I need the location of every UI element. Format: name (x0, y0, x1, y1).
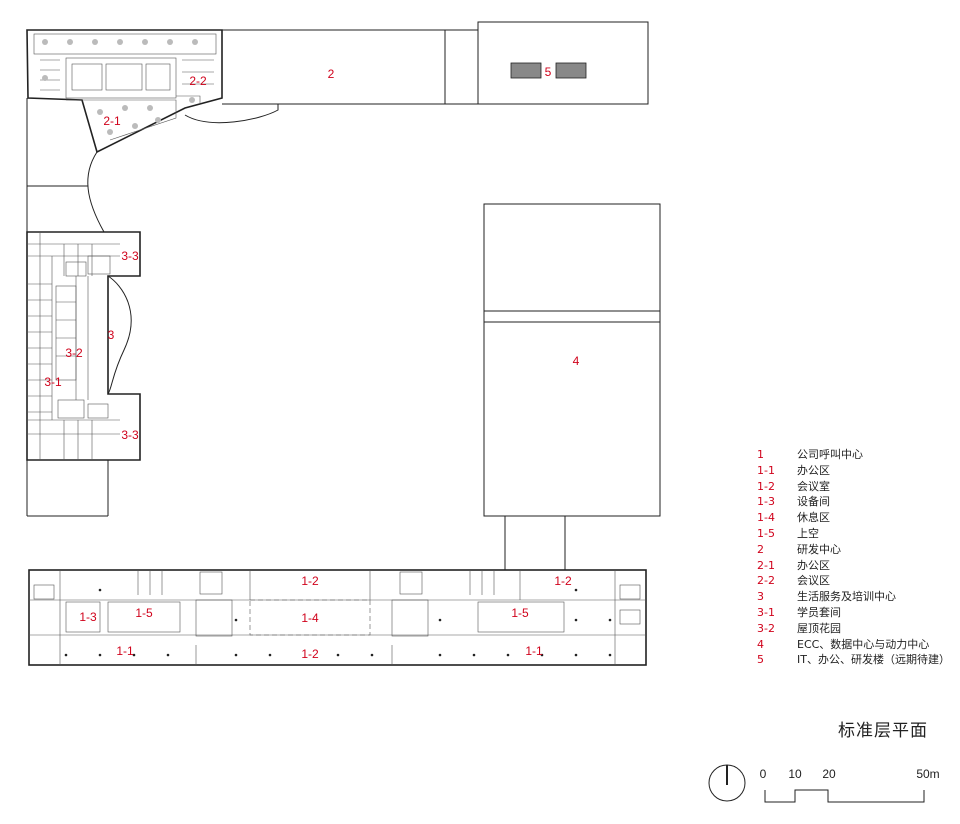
zone-label-3-3-bottom: 3-3 (121, 428, 139, 442)
legend-item-name: 设备间 (797, 495, 830, 509)
legend-item-name: 学员套间 (797, 605, 841, 619)
building-2 (26, 21, 649, 154)
legend-item-name: 办公区 (797, 558, 830, 572)
legend: 1 公司呼叫中心 1-1 办公区 1-2 会议室 1-3 设备间 1-4 休息区 1-5 上空 2 研发中… (757, 447, 950, 668)
zone-label-1-1-left: 1-1 (116, 644, 134, 658)
legend-item-name: 会议区 (797, 574, 830, 588)
legend-item-name: 屋顶花园 (797, 621, 841, 635)
building-3 (26, 231, 141, 461)
legend-item-name: 公司呼叫中心 (797, 448, 863, 461)
legend-item: 2-1 办公区 (757, 558, 950, 574)
legend-item: 2 研发中心 (757, 542, 950, 558)
legend-item-name: ECC、数据中心与动力中心 (797, 637, 930, 651)
site-connectors (26, 98, 132, 517)
legend-item-number: 1-1 (757, 463, 775, 477)
legend-item: 1 公司呼叫中心 (757, 447, 950, 463)
zone-label-3-2: 3-2 (65, 346, 83, 360)
zone-label-2: 2 (328, 67, 335, 81)
legend-item-number: 5 (757, 653, 764, 667)
legend-item-number: 1-2 (757, 479, 775, 493)
legend-item-name: 休息区 (797, 511, 830, 525)
scale-tick-20: 20 (822, 767, 836, 781)
zone-label-1-3: 1-3 (79, 610, 97, 624)
legend-item-number: 1-5 (757, 526, 775, 540)
legend-item: 1-5 上空 (757, 526, 950, 542)
north-arrow-icon (708, 764, 746, 802)
legend-item-number: 4 (757, 637, 764, 651)
legend-item-number: 3-1 (757, 605, 775, 619)
zone-label-3-1: 3-1 (44, 375, 62, 389)
zone-label-1-5-left: 1-5 (135, 606, 153, 620)
legend-item: 5 IT、办公、研发楼（远期待建） (757, 652, 950, 668)
legend-item-name: 办公区 (797, 463, 830, 477)
legend-item: 1-3 设备间 (757, 494, 950, 510)
building-1 (28, 569, 647, 666)
zone-label-1-1-right: 1-1 (525, 644, 543, 658)
zone-label-1-4: 1-4 (301, 611, 319, 625)
legend-item-name: 研发中心 (797, 542, 841, 556)
plan-title: 标准层平面 (838, 721, 928, 741)
zone-label-1-2-bottom: 1-2 (301, 647, 319, 661)
legend-item-number: 1-3 (757, 495, 775, 509)
legend-item-number: 3-2 (757, 621, 775, 635)
zone-label-2-2: 2-2 (189, 74, 207, 88)
zone-label-1-2-right: 1-2 (554, 574, 572, 588)
legend-item: 3 生活服务及培训中心 (757, 589, 950, 605)
legend-item: 1-4 休息区 (757, 510, 950, 526)
scale-tick-0: 0 (760, 767, 767, 781)
legend-item: 1-2 会议室 (757, 479, 950, 495)
zone-label-1-5-right: 1-5 (511, 606, 529, 620)
zone-label-2-1: 2-1 (103, 114, 121, 128)
legend-item: 3-2 屋顶花园 (757, 621, 950, 637)
legend-item: 4 ECC、数据中心与动力中心 (757, 637, 950, 653)
legend-item-name: IT、办公、研发楼（远期待建） (797, 653, 950, 667)
legend-item-number: 2-2 (757, 574, 775, 588)
zone-label-5: 5 (545, 65, 552, 79)
legend-item-name: 上空 (797, 526, 819, 540)
legend-item-number: 1 (757, 448, 764, 461)
legend-item-name: 生活服务及培训中心 (797, 590, 896, 604)
scale-bar: 0 10 20 50m (760, 767, 940, 803)
legend-item-name: 会议室 (797, 479, 830, 493)
scale-tick-10: 10 (788, 767, 802, 781)
legend-item: 2-2 会议区 (757, 573, 950, 589)
legend-item-number: 3 (757, 590, 764, 604)
zone-label-1-2-left: 1-2 (301, 574, 319, 588)
legend-item-number: 2-1 (757, 558, 775, 572)
legend-item-number: 2 (757, 542, 764, 556)
zone-label-4: 4 (573, 354, 580, 368)
legend-item: 1-1 办公区 (757, 463, 950, 479)
scale-tick-50m: 50m (916, 767, 939, 781)
legend-item-number: 1-4 (757, 511, 775, 525)
legend-item: 3-1 学员套间 (757, 605, 950, 621)
building-4 (483, 203, 661, 570)
zone-label-3: 3 (108, 328, 115, 342)
zone-label-3-3-top: 3-3 (121, 249, 139, 263)
